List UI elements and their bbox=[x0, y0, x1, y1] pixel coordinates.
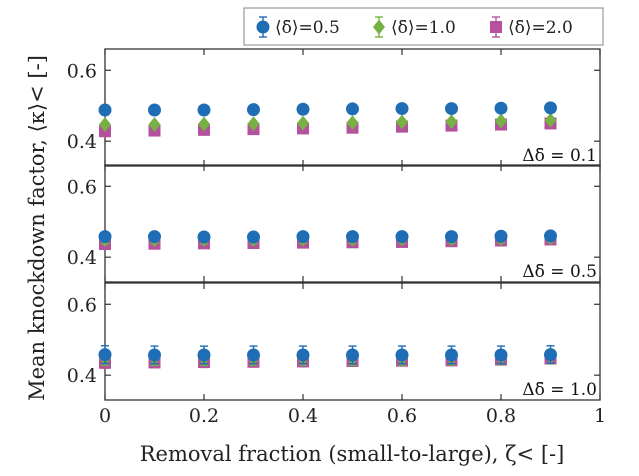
series-diamond bbox=[99, 112, 557, 133]
data-point bbox=[395, 348, 409, 362]
legend-marker bbox=[256, 20, 270, 34]
legend-label: ⟨δ̄⟩=2.0 bbox=[508, 18, 573, 38]
data-point bbox=[247, 103, 260, 117]
y-tick-label: 0.6 bbox=[67, 176, 97, 198]
series-circle bbox=[98, 345, 557, 365]
data-point bbox=[494, 348, 508, 362]
panel-3: 0.4 0.6 0 0.2 0.4 0.6 0.8 1 Δδ̄ = 1.0 bbox=[67, 282, 606, 427]
x-tick-label: 1 bbox=[594, 405, 606, 427]
panel-annotation: Δδ̄ = 1.0 bbox=[522, 380, 597, 400]
series-square bbox=[99, 233, 557, 251]
data-point bbox=[148, 348, 161, 362]
legend-marker bbox=[490, 21, 502, 33]
legend-label: ⟨δ̄⟩=1.0 bbox=[391, 18, 456, 38]
y-axis-label: Mean knockdown factor, ⟨κ⟩< [-] bbox=[25, 55, 49, 401]
series-square bbox=[99, 117, 557, 138]
y-tick-label: 0.4 bbox=[67, 247, 97, 269]
data-point bbox=[494, 229, 508, 243]
series-diamond bbox=[99, 348, 557, 366]
data-point bbox=[197, 348, 211, 362]
data-point bbox=[247, 230, 260, 244]
series-circle bbox=[98, 229, 557, 244]
data-point bbox=[297, 115, 309, 131]
legend-entry: ⟨δ̄⟩=2.0 bbox=[490, 16, 573, 38]
series-square bbox=[99, 352, 557, 369]
data-point bbox=[395, 102, 409, 116]
panel-frame bbox=[104, 282, 601, 401]
x-tick-label: 0.8 bbox=[486, 405, 516, 427]
series-circle bbox=[98, 101, 557, 117]
data-point bbox=[396, 114, 408, 130]
data-point bbox=[445, 114, 458, 130]
panel-2: 0.4 0.6Δδ̄ = 0.5 bbox=[67, 164, 601, 283]
data-point bbox=[148, 230, 161, 244]
x-tick-label: 0.6 bbox=[387, 405, 417, 427]
data-point bbox=[445, 230, 458, 244]
data-point bbox=[346, 102, 359, 116]
data-point bbox=[198, 116, 210, 132]
data-point bbox=[98, 230, 112, 244]
data-point bbox=[99, 117, 111, 133]
series-diamond bbox=[99, 230, 557, 247]
y-tick-label: 0.4 bbox=[67, 365, 97, 387]
data-point bbox=[98, 103, 112, 117]
legend-entry: ⟨δ̄⟩=0.5 bbox=[256, 16, 340, 38]
data-point bbox=[544, 101, 557, 115]
data-point bbox=[197, 230, 211, 244]
data-point bbox=[346, 115, 359, 131]
x-axis-label: Removal fraction (small-to-large), ζ< [-… bbox=[140, 442, 565, 466]
data-point bbox=[544, 112, 557, 128]
y-tick-label: 0.6 bbox=[67, 294, 97, 316]
data-point bbox=[296, 102, 310, 116]
data-point bbox=[494, 101, 508, 115]
data-point bbox=[544, 348, 557, 362]
panel-annotation: Δδ̄ = 0.1 bbox=[522, 146, 597, 166]
data-point bbox=[445, 348, 458, 362]
data-point bbox=[197, 103, 211, 117]
panel-1: 0.4 0.6Δδ̄ = 0.1 bbox=[67, 48, 601, 167]
x-tick-label: 0.4 bbox=[288, 405, 318, 427]
data-point bbox=[247, 348, 260, 362]
legend-box bbox=[243, 7, 604, 46]
data-point bbox=[346, 230, 359, 244]
panel-annotation: Δδ̄ = 0.5 bbox=[522, 262, 597, 282]
legend-entry: ⟨δ̄⟩=1.0 bbox=[373, 16, 456, 38]
data-point bbox=[247, 116, 260, 132]
x-tick-label: 0 bbox=[99, 405, 111, 427]
data-point bbox=[544, 229, 557, 243]
legend-marker bbox=[373, 19, 385, 35]
data-point bbox=[296, 230, 310, 244]
data-point bbox=[346, 348, 359, 362]
data-point bbox=[395, 230, 409, 244]
data-point bbox=[148, 103, 161, 117]
legend-label: ⟨δ̄⟩=0.5 bbox=[275, 18, 340, 38]
panel-frame bbox=[104, 164, 601, 283]
data-point bbox=[445, 102, 458, 116]
data-point bbox=[495, 113, 507, 129]
data-point bbox=[296, 348, 310, 362]
y-tick-label: 0.4 bbox=[67, 131, 97, 153]
legend: ⟨δ̄⟩=0.5 ⟨δ̄⟩=1.0 ⟨δ̄⟩=2.0 bbox=[243, 7, 604, 46]
data-point bbox=[148, 117, 161, 133]
x-tick-label: 0.2 bbox=[189, 405, 219, 427]
y-tick-label: 0.6 bbox=[67, 60, 97, 82]
data-point bbox=[98, 348, 112, 362]
